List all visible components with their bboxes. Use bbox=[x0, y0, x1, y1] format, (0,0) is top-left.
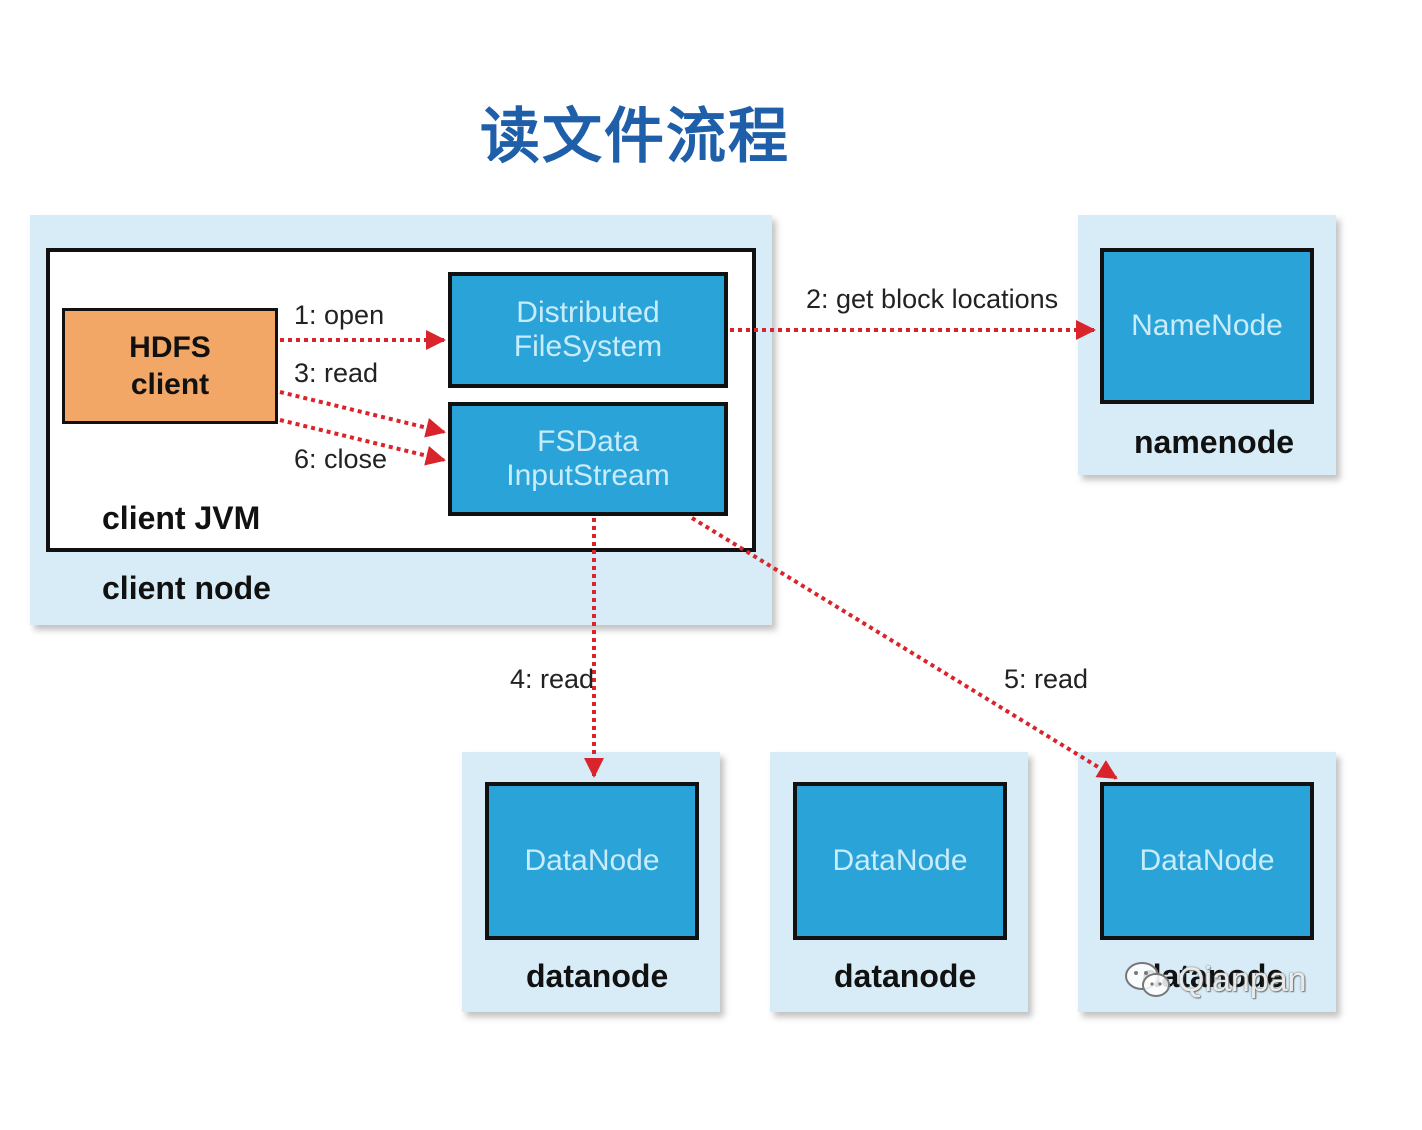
datanode-2-box-label: DataNode bbox=[832, 843, 968, 877]
datanode-3-box: DataNode bbox=[1100, 782, 1314, 940]
label-close: 6: close bbox=[294, 444, 388, 474]
label-read-stream: 3: read bbox=[294, 358, 379, 388]
fsdata-inputstream-line-1: FSData bbox=[537, 424, 639, 458]
client-jvm-label: client JVM bbox=[102, 500, 261, 536]
client-node-label: client node bbox=[102, 570, 271, 606]
namenode-box: NameNode bbox=[1100, 248, 1314, 404]
datanode-1-label: datanode bbox=[526, 958, 669, 994]
namenode-label: namenode bbox=[1134, 424, 1295, 460]
distributed-filesystem-line-2: FileSystem bbox=[513, 330, 663, 363]
hdfs-client-box: HDFS client bbox=[62, 308, 278, 424]
distributed-filesystem-line-1: Distributed bbox=[516, 295, 660, 329]
datanode-1-box: DataNode bbox=[485, 782, 699, 940]
arrow-read-datanode-3 bbox=[690, 516, 1118, 780]
hdfs-client-line-2: client bbox=[130, 368, 210, 401]
label-read-datanode-3: 5: read bbox=[1004, 664, 1089, 694]
label-get-block-locations: 2: get block locations bbox=[806, 284, 1059, 314]
datanode-1-box-label: DataNode bbox=[524, 843, 660, 877]
fsdata-inputstream-box: FSData InputStream bbox=[448, 402, 728, 516]
hdfs-client-line-1: HDFS bbox=[129, 330, 211, 364]
distributed-filesystem-box: Distributed FileSystem bbox=[448, 272, 728, 388]
watermark-text: Qianpan bbox=[1178, 960, 1307, 999]
namenode-box-label: NameNode bbox=[1131, 308, 1283, 342]
datanode-2-box: DataNode bbox=[793, 782, 1007, 940]
label-open: 1: open bbox=[294, 300, 385, 330]
label-read-datanode-1: 4: read bbox=[510, 664, 595, 694]
datanode-2-label: datanode bbox=[834, 958, 977, 994]
wechat-icon bbox=[1125, 962, 1170, 997]
fsdata-inputstream-line-2: InputStream bbox=[506, 459, 670, 492]
page-title: 读文件流程 bbox=[480, 102, 790, 172]
watermark: Qianpan bbox=[1124, 960, 1307, 1000]
datanode-3-box-label: DataNode bbox=[1139, 843, 1275, 877]
